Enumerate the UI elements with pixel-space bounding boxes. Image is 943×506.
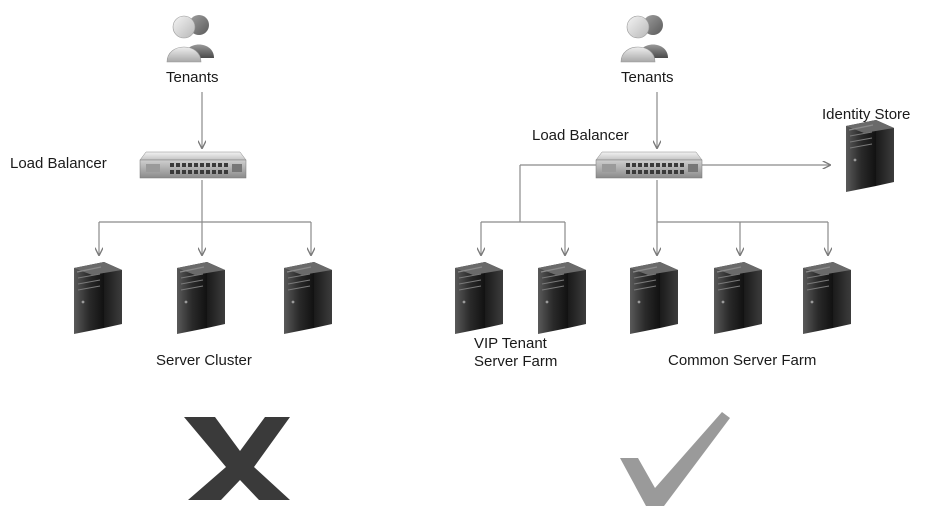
vip-farm-label-line1: VIP Tenant [474, 335, 547, 352]
identity-store-icon [845, 119, 895, 193]
vip-farm-label: VIP Tenant Server Farm [474, 335, 557, 371]
load-balancer-icon [595, 151, 703, 179]
tenants-label: Tenants [621, 69, 674, 86]
vip-farm-label-line2: Server Farm [474, 353, 558, 370]
server-icon [283, 261, 333, 335]
tenants-label: Tenants [166, 69, 219, 86]
load-balancer-icon [139, 151, 247, 179]
common-farm-label: Common Server Farm [668, 352, 817, 369]
tenants-icon [166, 14, 215, 63]
x-cross-icon [184, 417, 290, 500]
lb-to-vip-farm-connectors [481, 164, 596, 255]
identity-store-label: Identity Store [822, 106, 911, 123]
lb-to-cluster-connectors [99, 180, 311, 255]
server-icon [537, 261, 587, 335]
load-balancer-label: Load Balancer [10, 155, 107, 172]
server-icon [713, 261, 763, 335]
tenants-icon [620, 14, 669, 63]
lb-to-common-farm-connectors [657, 180, 828, 255]
server-icon [802, 261, 852, 335]
server-icon [454, 261, 504, 335]
load-balancer-label: Load Balancer [532, 127, 629, 144]
server-icon [73, 261, 123, 335]
server-icon [629, 261, 679, 335]
server-cluster-label: Server Cluster [156, 352, 252, 369]
checkmark-icon [620, 412, 730, 506]
server-icon [176, 261, 226, 335]
